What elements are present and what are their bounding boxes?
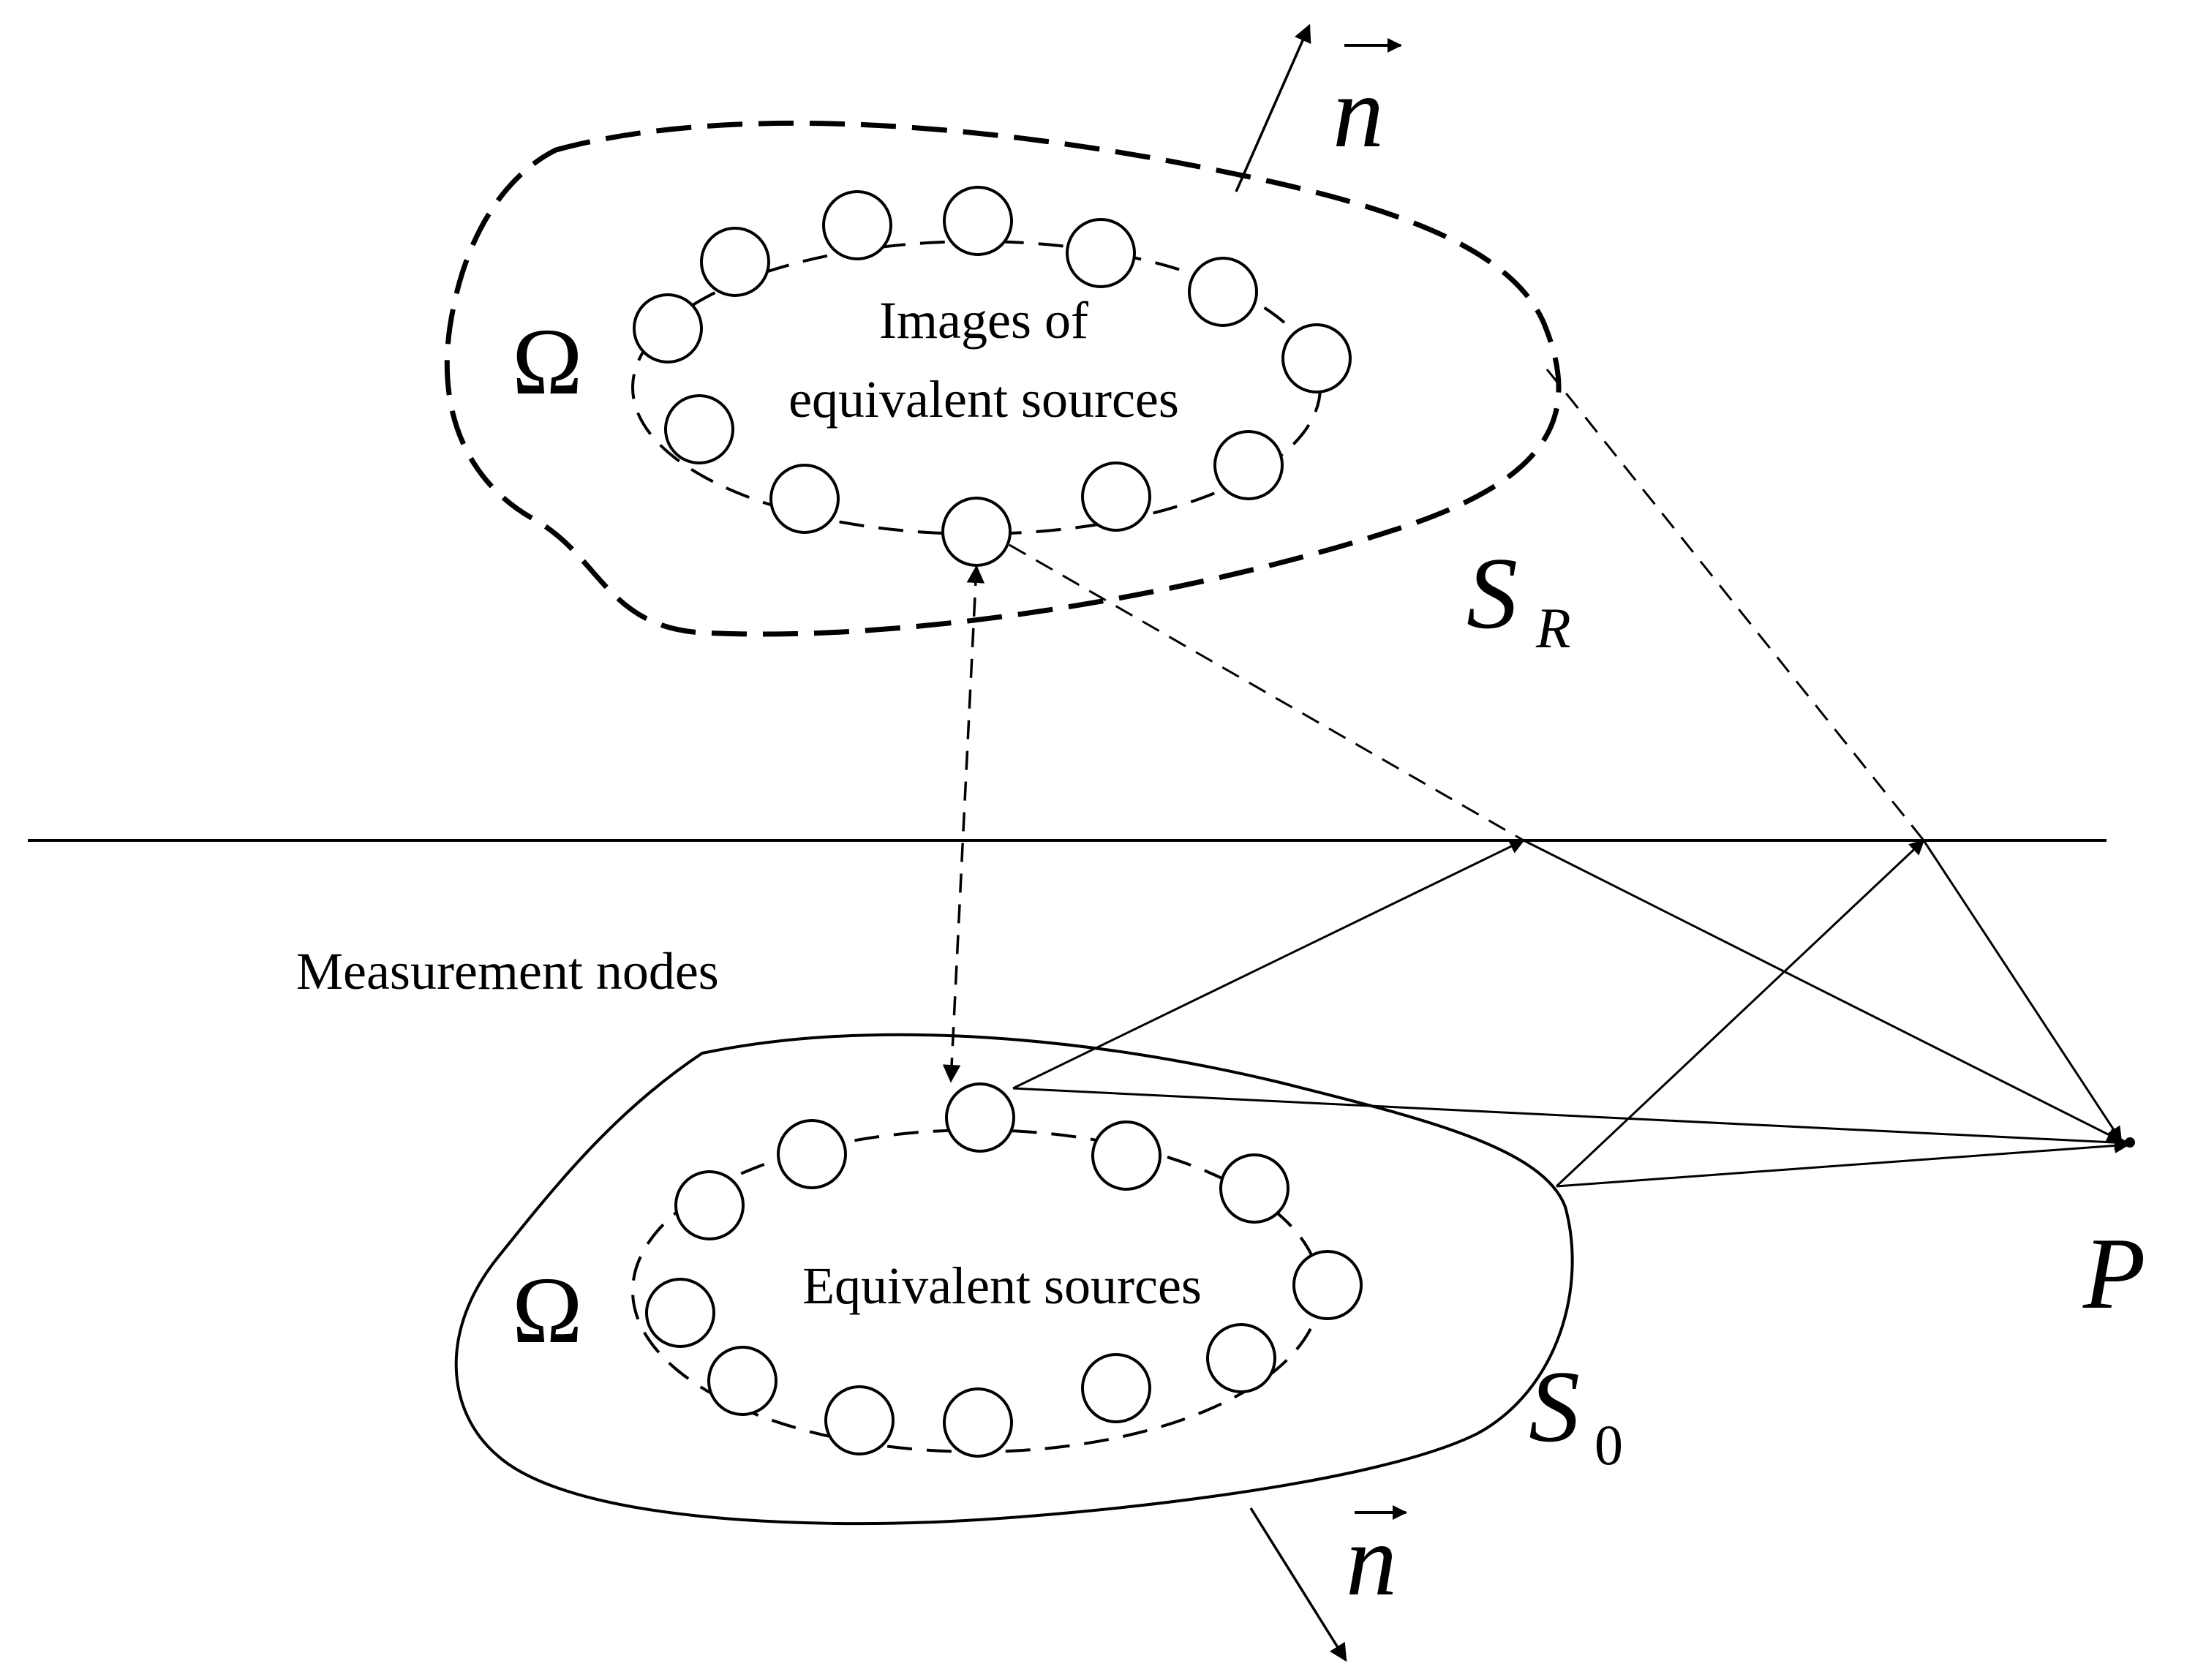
omega-upper-label: Ω [512,309,583,415]
equivalent-sources-label: Equivalent sources [802,1257,1202,1315]
equivalent-source-node [945,1082,1015,1153]
image-link-arrow [942,565,985,1083]
equivalent-source-node [943,1387,1013,1458]
ray-plane-to-p-2 [1922,840,2123,1142]
p-label: P [2082,1217,2146,1330]
equivalent-sources-image-label: equivalent sources [788,370,1179,429]
s0-subscript: 0 [1595,1413,1623,1477]
ray-to-plane-2 [1555,839,1925,1188]
equivalent-source-node [824,1385,895,1455]
image-region-boundary-sr [444,120,1562,637]
image-source-node [1188,257,1258,327]
normal-vector-upper [1235,23,1311,192]
reflected-path-dashed-1 [1009,543,1524,842]
image-source-node [664,394,734,464]
equivalent-source-node [777,1119,847,1189]
s0-label: S [1529,1350,1580,1464]
image-source-node [700,227,770,297]
equivalent-source-node [1091,1120,1161,1191]
equivalent-source-node [707,1346,778,1416]
equivalent-source-node [1206,1323,1276,1393]
image-source-node [1213,430,1284,500]
image-source-node [1081,462,1151,532]
equivalent-source-node [645,1278,715,1348]
n-upper-label: n [1333,56,1384,169]
image-source-node [769,464,840,534]
source-region-boundary-s0 [454,1033,1574,1526]
ray-plane-to-p-1 [1523,839,2123,1142]
direct-ray-1 [1012,1087,2131,1150]
omega-lower-label: Ω [512,1258,583,1363]
equivalent-source-nodes [645,1082,1363,1458]
ray-to-plane-1 [1012,839,1525,1090]
reflected-path-dashed-2 [1545,369,1925,841]
images-of-label: Images of [879,291,1088,350]
equivalent-source-node [1081,1353,1151,1423]
equivalent-source-node [674,1170,745,1240]
sr-label: S [1467,537,1518,650]
image-source-node [1066,218,1136,288]
measurement-nodes-label: Measurement nodes [296,942,719,1001]
image-source-node [943,186,1013,256]
sr-subscript: R [1535,596,1571,660]
image-source-node [941,497,1012,567]
direct-ray-2 [1556,1137,2131,1188]
normal-vector-lower [1249,1507,1347,1662]
n-lower-label: n [1346,1504,1397,1617]
equivalent-source-node [1219,1153,1289,1224]
image-source-node [822,190,892,260]
image-source-node [633,293,703,364]
field-point-p [2125,1137,2135,1148]
image-source-node [1281,323,1352,393]
image-source-nodes [633,186,1352,567]
equivalent-source-node [1292,1250,1363,1320]
